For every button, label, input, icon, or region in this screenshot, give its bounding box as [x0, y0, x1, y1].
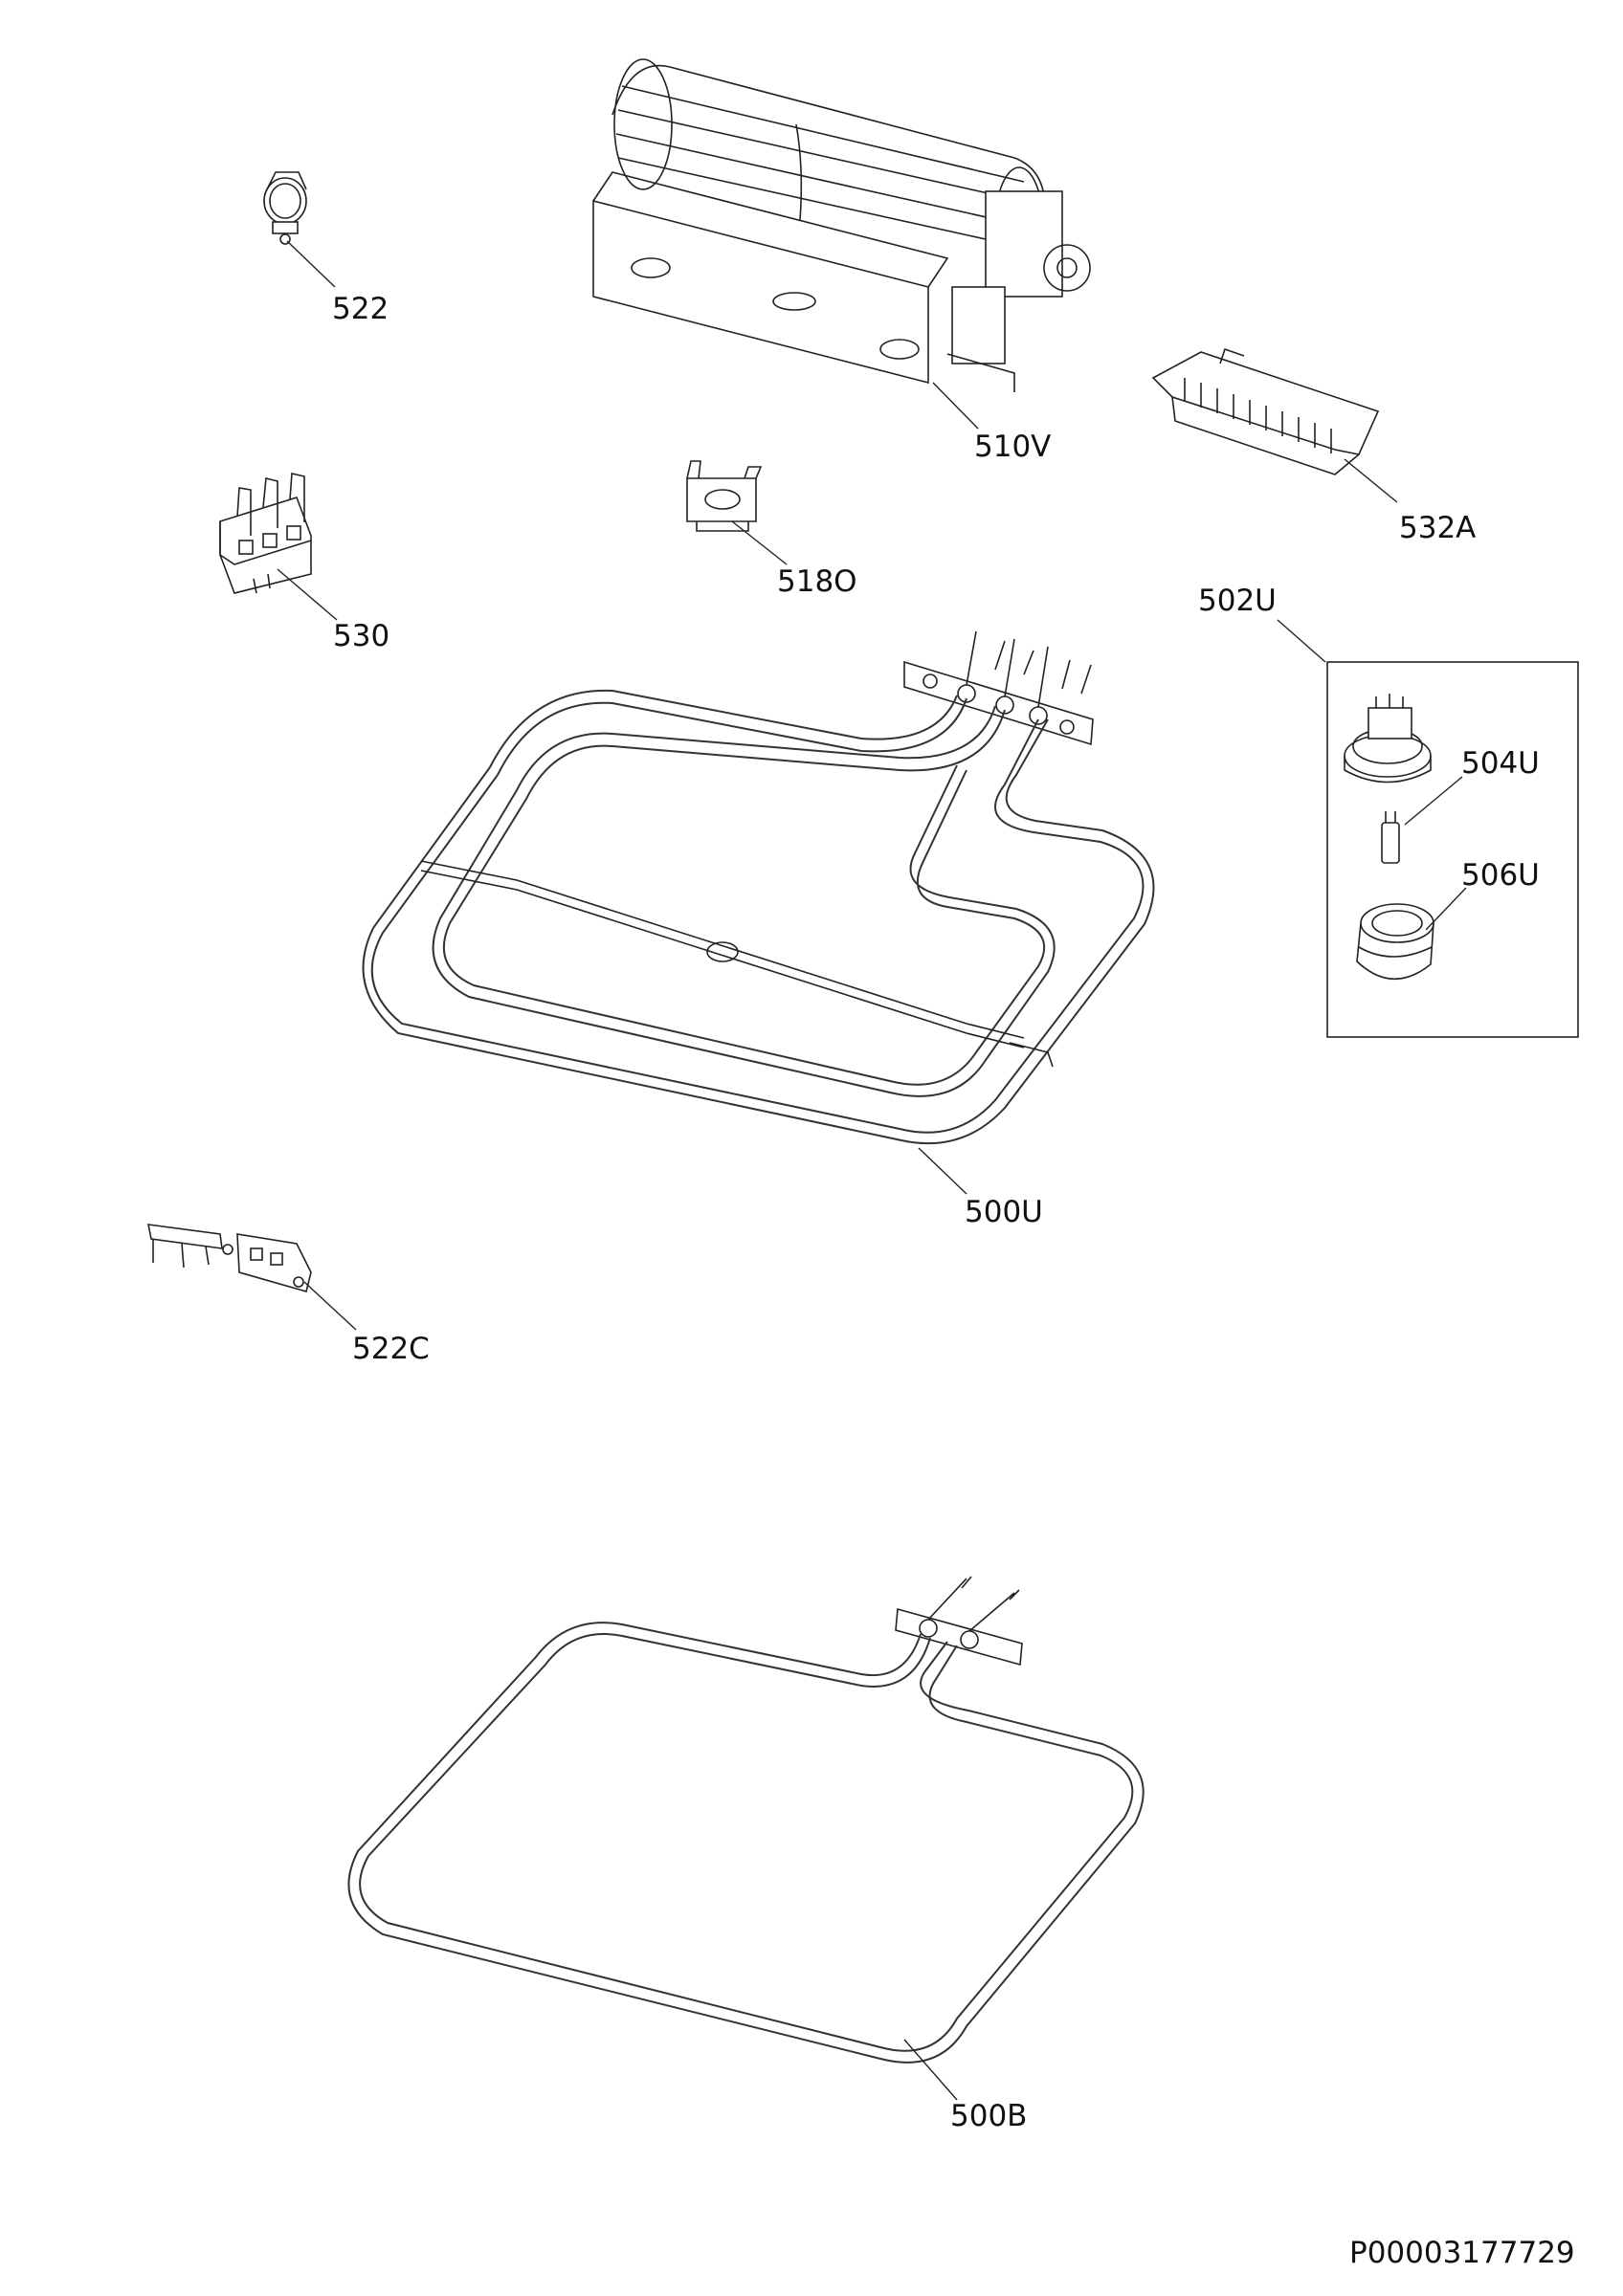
- leader-522C: [303, 1281, 357, 1331]
- part-500B-bottom-heating-element: [347, 1576, 1145, 2064]
- leader-530: [277, 568, 338, 621]
- label-506U: 506U: [1461, 858, 1540, 893]
- leader-510V: [932, 382, 979, 430]
- leader-502U: [1277, 619, 1326, 663]
- part-510V-fan-motor: [592, 58, 1091, 392]
- leader-500B: [903, 2039, 958, 2101]
- part-522-clamp: [263, 171, 307, 245]
- part-500U-top-heating-element: [362, 630, 1155, 1145]
- label-502U: 502U: [1198, 584, 1277, 618]
- label-522C: 522C: [352, 1332, 430, 1366]
- label-522: 522: [332, 292, 389, 326]
- part-530-terminal-block: [219, 473, 312, 594]
- label-500U: 500U: [965, 1195, 1043, 1229]
- part-504U-lamp: [1381, 811, 1400, 864]
- part-522C-bracket: [146, 1224, 312, 1292]
- leader-504U: [1404, 776, 1463, 826]
- document-id: P00003177729: [1349, 2236, 1575, 2270]
- label-530: 530: [333, 619, 389, 653]
- label-510V: 510V: [974, 430, 1051, 464]
- leader-518O: [731, 520, 788, 565]
- leader-500U: [918, 1147, 967, 1195]
- label-518O: 518O: [777, 564, 857, 599]
- leader-506U: [1425, 887, 1467, 931]
- part-506U-lamp-cover: [1356, 903, 1434, 981]
- label-532A: 532A: [1399, 511, 1476, 545]
- part-504U-lamp-holder: [1344, 694, 1432, 784]
- leader-532A: [1344, 458, 1398, 503]
- part-532A-connector: [1151, 347, 1380, 475]
- label-504U: 504U: [1461, 746, 1540, 781]
- part-518O-thermostat: [686, 460, 763, 532]
- leader-522: [286, 240, 336, 288]
- group-502U-box: [1326, 661, 1579, 1038]
- label-500B: 500B: [950, 2099, 1027, 2133]
